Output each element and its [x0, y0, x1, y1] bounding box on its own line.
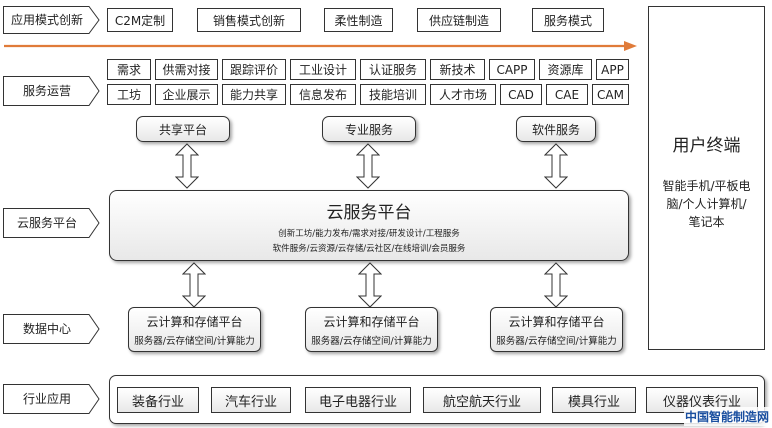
computing-platform-1: 云计算和存储平台 服务器/云存储空间/计算能力	[128, 307, 261, 352]
orange-arrow	[4, 41, 637, 51]
row-label-data-center: 数据中心	[3, 314, 100, 344]
computing-platform-2: 云计算和存储平台 服务器/云存储空间/计算能力	[305, 307, 438, 352]
service-cell: 工坊	[107, 84, 151, 105]
row-label-text: 云服务平台	[16, 216, 77, 230]
service-cell: APP	[596, 59, 629, 80]
mode-box-supply-chain: 供应链制造	[417, 8, 501, 32]
computing-platform-sub: 服务器/云存储空间/计算能力	[134, 335, 255, 347]
service-cell: 需求	[107, 59, 151, 80]
mode-box-service: 服务模式	[532, 8, 604, 32]
double-arrow-icon	[544, 143, 568, 189]
service-cell: 人才市场	[430, 84, 496, 105]
chevron-shape	[3, 76, 100, 106]
industry-box: 装备行业	[117, 387, 199, 413]
service-cell: 新技术	[430, 59, 485, 80]
service-cell: CAE	[546, 84, 588, 105]
double-arrow-icon	[358, 262, 382, 308]
service-cell: CAPP	[489, 59, 535, 80]
industry-box: 汽车行业	[211, 387, 291, 413]
double-arrow-icon	[544, 262, 568, 308]
row-label-cloud-service: 云服务平台	[3, 208, 100, 238]
chevron-shape	[3, 208, 100, 238]
platform-box-sharing: 共享平台	[136, 116, 230, 142]
mode-box-sales: 销售模式创新	[197, 8, 301, 32]
watermark-logo: 中国智能制造网	[684, 407, 770, 426]
chevron-shape	[3, 314, 100, 344]
row-label-service-ops: 服务运营	[3, 76, 100, 106]
computing-platform-title: 云计算和存储平台	[323, 314, 420, 329]
platform-box-software: 软件服务	[516, 116, 596, 142]
industry-box: 电子电器行业	[305, 387, 411, 413]
user-terminal-line1: 智能手机/平板电	[662, 179, 751, 193]
cloud-platform-line1: 创新工坊/能力发布/需求对接/研发设计/工程服务	[278, 228, 460, 239]
computing-platform-3: 云计算和存储平台 服务器/云存储空间/计算能力	[490, 307, 623, 352]
user-terminal-line2: 脑/个人计算机/	[666, 197, 747, 211]
platform-box-professional: 专业服务	[322, 116, 416, 142]
row-label-text: 行业应用	[22, 392, 71, 406]
double-arrow-icon	[356, 143, 380, 189]
double-arrow-icon	[182, 262, 206, 308]
mode-box-c2m: C2M定制	[107, 8, 173, 32]
computing-platform-title: 云计算和存储平台	[146, 314, 243, 329]
industry-box: 模具行业	[552, 387, 636, 413]
double-arrow-icon	[175, 143, 199, 189]
user-terminal-panel: 用户终端 智能手机/平板电 脑/个人计算机/ 笔记本	[648, 6, 765, 350]
service-cell: 工业设计	[290, 59, 356, 80]
chevron-shape	[3, 384, 100, 414]
service-cell: 认证服务	[360, 59, 426, 80]
service-cell: CAM	[592, 84, 629, 105]
computing-platform-sub: 服务器/云存储空间/计算能力	[496, 335, 617, 347]
service-cell: 企业展示	[155, 84, 218, 105]
user-terminal-line3: 笔记本	[688, 215, 725, 229]
service-cell: CAD	[500, 84, 542, 105]
chevron-shape	[3, 6, 100, 34]
service-cell: 跟踪评价	[222, 59, 286, 80]
cloud-platform-title: 云服务平台	[326, 202, 412, 223]
service-cell: 供需对接	[155, 59, 218, 80]
row-label-app-mode: 应用模式创新	[3, 6, 100, 34]
service-cell: 资源库	[539, 59, 592, 80]
row-label-industry-app: 行业应用	[3, 384, 100, 414]
watermark-text: 中国智能制造网	[684, 410, 769, 424]
user-terminal-title: 用户终端	[672, 136, 741, 156]
computing-platform-title: 云计算和存储平台	[508, 314, 605, 329]
row-label-text: 服务运营	[22, 84, 71, 98]
service-cell: 技能培训	[360, 84, 426, 105]
row-label-text: 应用模式创新	[10, 13, 83, 27]
cloud-platform-line2: 软件服务/云资源/云存储/云社区/在线培训/会员服务	[272, 243, 466, 254]
row-label-text: 数据中心	[22, 322, 71, 336]
mode-box-flexible: 柔性制造	[324, 8, 393, 32]
service-cell: 能力共享	[222, 84, 286, 105]
service-cell: 信息发布	[290, 84, 356, 105]
computing-platform-sub: 服务器/云存储空间/计算能力	[311, 335, 432, 347]
industry-box: 航空航天行业	[423, 387, 541, 413]
cloud-platform: 云服务平台 创新工坊/能力发布/需求对接/研发设计/工程服务 软件服务/云资源/…	[109, 190, 629, 261]
